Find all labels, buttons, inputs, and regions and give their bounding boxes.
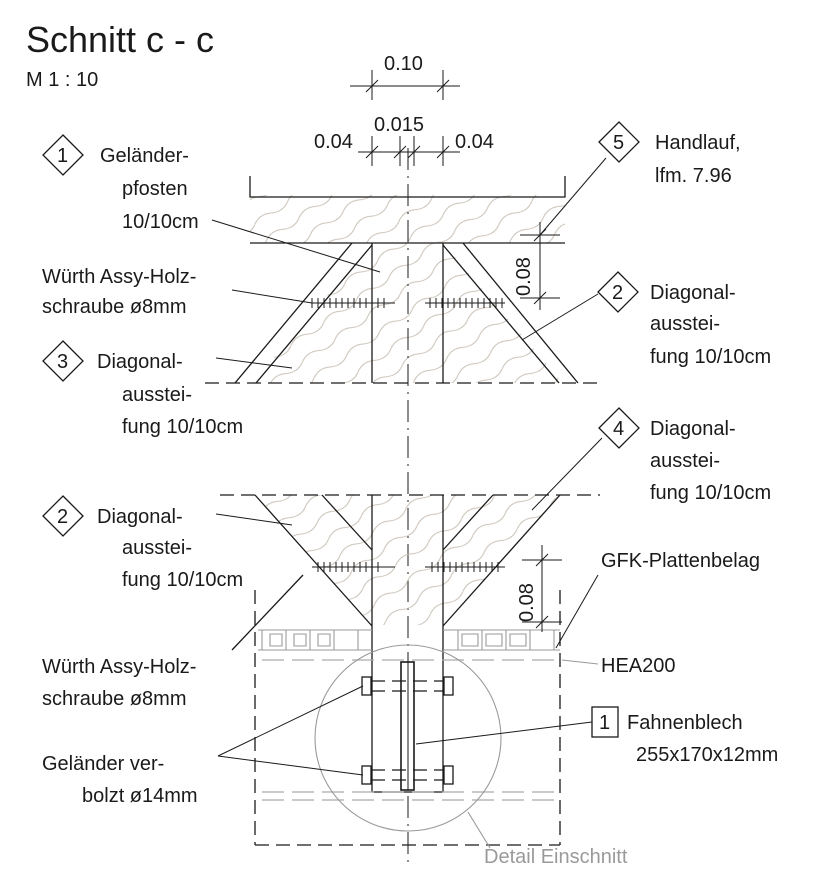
label-2-lower-line3: fung 10/10cm: [122, 569, 243, 591]
drawing-title: Schnitt c - c: [26, 19, 214, 60]
label-4-marker: 4: [598, 407, 640, 449]
upper-right-screw: [425, 298, 505, 308]
label-2-lower-line1: Diagonal-: [97, 506, 183, 528]
svg-text:3: 3: [57, 351, 68, 373]
label-3-marker: 3: [42, 340, 84, 382]
detail-label: Detail Einschnitt: [484, 846, 628, 868]
svg-text:1: 1: [599, 712, 610, 734]
label-3-line2: ausstei-: [122, 384, 192, 406]
label-4-line2: ausstei-: [650, 450, 720, 472]
lower-assembly: [220, 494, 600, 849]
bolt-label-line1: Geländer ver-: [42, 753, 164, 775]
label-5-marker: 5: [598, 121, 640, 163]
svg-text:5: 5: [613, 132, 624, 154]
fahnenblech-line1: Fahnenblech: [627, 712, 743, 734]
label-4-line3: fung 10/10cm: [650, 482, 771, 504]
svg-text:4: 4: [613, 418, 624, 440]
label-2-lower-marker: 2: [42, 495, 84, 537]
dimension-left: 0.04: [314, 131, 353, 153]
lower-vertical-dimension: [522, 545, 562, 632]
label-5-line1: Handlauf,: [655, 132, 741, 154]
svg-text:1: 1: [57, 145, 68, 167]
bolt-label-line2: bolzt ø14mm: [82, 785, 198, 807]
dimension-right: 0.04: [455, 131, 494, 153]
label-3-line3: fung 10/10cm: [122, 416, 243, 438]
screw-upper-line1: Würth Assy-Holz-: [42, 266, 196, 288]
gfk-label: GFK-Plattenbelag: [601, 550, 760, 572]
svg-text:2: 2: [612, 282, 623, 304]
dimension-gap: 0.015: [374, 114, 424, 136]
label-2-upper-marker: 2: [597, 271, 639, 313]
dimension-lower-vertical: 0.08: [516, 583, 538, 622]
screw-lower-line2: schraube ø8mm: [42, 688, 187, 710]
hea-label: HEA200: [601, 655, 676, 677]
gfk-deck: [258, 629, 560, 651]
label-3-line1: Diagonal-: [97, 351, 183, 373]
top-dimensions: [350, 70, 460, 166]
label-1-marker: 1: [42, 134, 84, 176]
label-2-upper-line1: Diagonal-: [650, 282, 736, 304]
label-1-line2: pfosten: [122, 178, 188, 200]
label-2-upper-line3: fung 10/10cm: [650, 346, 771, 368]
screw-upper-line2: schraube ø8mm: [42, 296, 187, 318]
drawing-scale: M 1 : 10: [26, 69, 98, 91]
box-1-marker: 1: [591, 706, 619, 738]
label-2-lower-line2: ausstei-: [122, 537, 192, 559]
upper-assembly: [205, 176, 600, 384]
detail-circle: [314, 644, 502, 832]
label-4-line1: Diagonal-: [650, 418, 736, 440]
label-5-line2: lfm. 7.96: [655, 165, 732, 187]
dimension-total: 0.10: [384, 53, 423, 75]
label-1-line1: Geländer-: [100, 145, 189, 167]
label-1-line3: 10/10cm: [122, 211, 199, 233]
svg-text:2: 2: [57, 506, 68, 528]
label-2-upper-line2: ausstei-: [650, 313, 720, 335]
dimension-upper-vertical: 0.08: [513, 257, 535, 296]
screw-lower-line1: Würth Assy-Holz-: [42, 656, 196, 678]
fahnenblech-line2: 255x170x12mm: [636, 744, 778, 766]
